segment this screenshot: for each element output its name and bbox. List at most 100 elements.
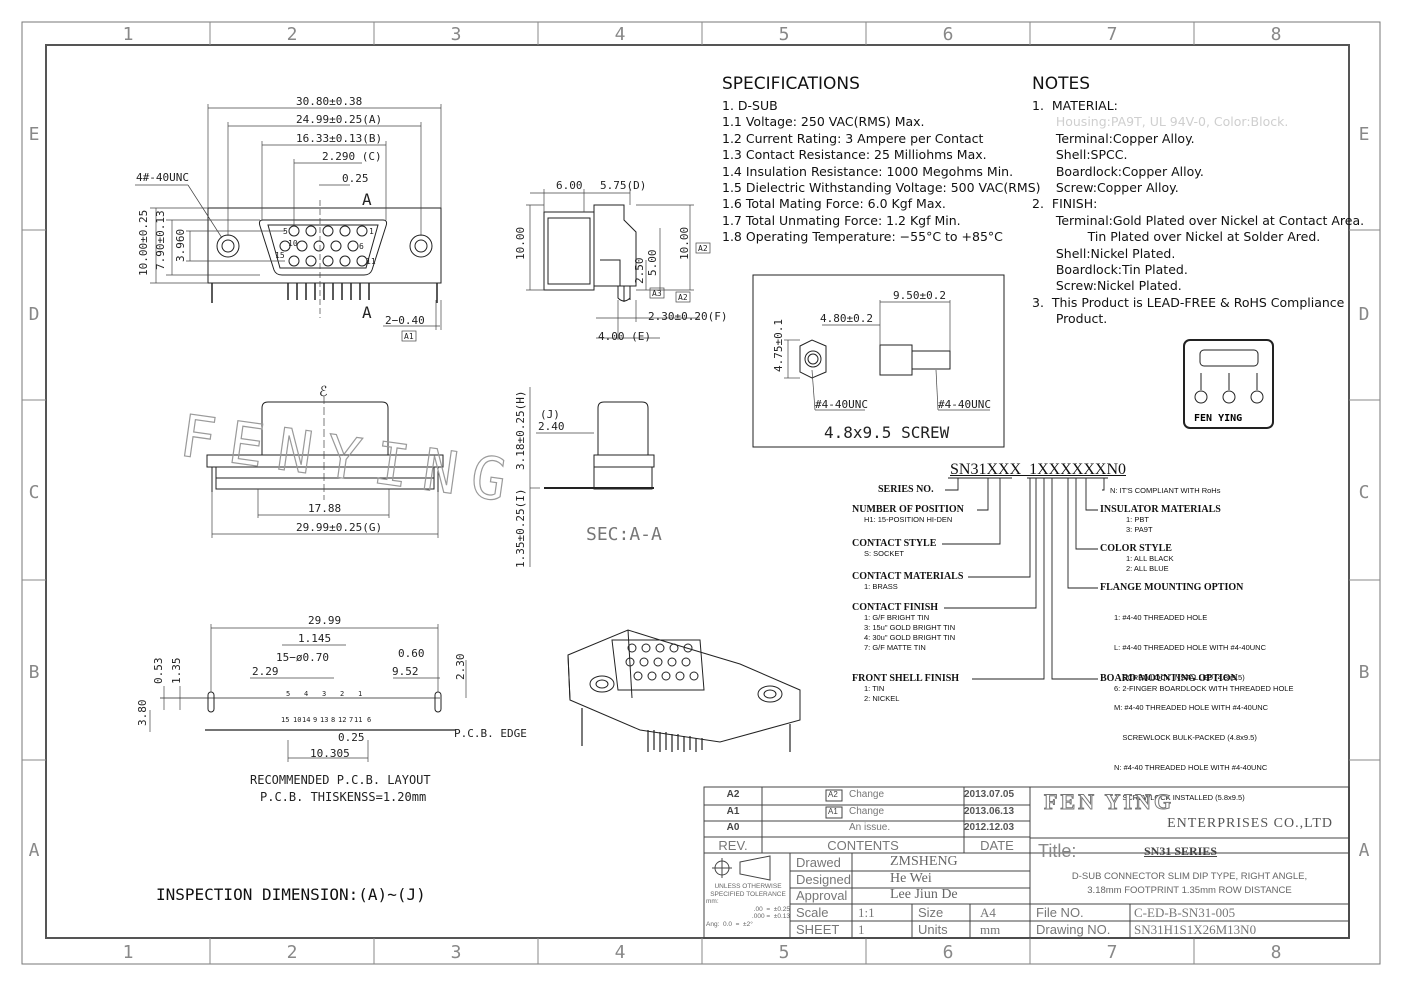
dim-label: 2.30 — [454, 654, 467, 681]
part-number-code: SN31XXX 1XXXXXXN0 — [950, 461, 1126, 478]
row-label: B — [1359, 662, 1370, 683]
side-view-labels: 6.00 5.75(D) 10.00 5.00 2.50 10.00 A2 A3… — [514, 179, 727, 343]
dim-label: 1.35 — [170, 658, 183, 685]
col-label: 6 — [943, 942, 954, 963]
watermark: FENYING — [176, 402, 525, 517]
pn-contact-style-title: CONTACT STYLE — [852, 538, 937, 549]
note-line: Screw:Nickel Plated. — [1032, 278, 1182, 294]
pin-label: 11 — [366, 257, 376, 266]
dim-label: #4-40UNC — [938, 398, 991, 411]
dim-label: 2−0.40 — [385, 314, 425, 327]
pn-item: S: SOCKET — [864, 549, 905, 558]
dim-label: 5.75(D) — [600, 179, 646, 192]
dim-label: 24.99±0.25(A) — [296, 113, 382, 126]
pin-number: 2 — [340, 690, 344, 698]
top-view — [135, 104, 442, 342]
tolerance-line: Ang: 0.0 = ±2° — [706, 920, 753, 928]
company-sub: ENTERPRISES CO.,LTD — [1167, 816, 1333, 831]
dim-label: 2.50 — [633, 258, 646, 285]
tag-label: A3 — [652, 289, 662, 298]
col-label: 3 — [451, 24, 462, 45]
note-line: 1. MATERIAL: — [1032, 98, 1118, 113]
pn-item: SCREWLOCK BULK-PACKED (4.8x9.5) — [1114, 733, 1257, 742]
pin-number: 14 — [302, 716, 310, 724]
col-label: 5 — [779, 24, 790, 45]
dim-label: 0.60 — [398, 647, 425, 660]
col-label: 6 — [943, 24, 954, 45]
spec-line: 1.1 Voltage: 250 VAC(RMS) Max. — [722, 114, 925, 130]
drawing-label: Drawing NO. — [1036, 922, 1111, 937]
dim-label: 2.29 — [252, 665, 279, 678]
row-label: C — [29, 482, 40, 503]
company-logo: FEN YING — [1043, 789, 1175, 815]
tolerance-line: .00 = ±0.25 — [753, 905, 790, 913]
pn-rohs: N: IT'S COMPLIANT WITH RoHs — [1110, 486, 1221, 495]
dim-label: 1.35±0.25(I) — [514, 489, 527, 568]
pn-item: SCREWLOCK INSTALLED (5.8x9.5) — [1114, 793, 1245, 802]
col-label: 7 — [1107, 24, 1118, 45]
pn-item: 4: 30u" GOLD BRIGHT TIN — [864, 633, 956, 642]
section-label: SEC:A-A — [586, 524, 662, 545]
sheet-label: SHEET — [796, 922, 840, 937]
front-view — [206, 396, 444, 538]
pin-number: 12 — [338, 716, 346, 724]
dim-label: 0.53 — [152, 658, 165, 685]
spec-line: 1.4 Insulation Resistance: 1000 Megohms … — [722, 163, 1014, 179]
pn-item: 1: TIN — [864, 684, 885, 693]
dim-label: 3.18±0.25(H) — [514, 391, 527, 470]
inner-frame — [45, 44, 1350, 939]
dim-label: 3.80 — [136, 700, 149, 727]
pcb-layout — [149, 624, 467, 762]
col-label: 1 — [123, 942, 134, 963]
note-line: Housing:PA9T, UL 94V-0, Color:Block. — [1032, 114, 1289, 130]
dim-label: 4#-40UNC — [136, 171, 189, 184]
note-line: Terminal:Copper Alloy. — [1032, 130, 1195, 146]
pn-item: 1: BRASS — [864, 582, 898, 591]
note-line: Tin Plated over Nickel at Solder Ared. — [1032, 229, 1321, 245]
note-line: Shell:SPCC. — [1032, 147, 1128, 163]
dim-label: 0.25 — [342, 172, 369, 185]
spec-line: 1.3 Contact Resistance: 25 Milliohms Max… — [722, 147, 987, 163]
note-line: Boardlock:Tin Plated. — [1032, 262, 1188, 278]
designed-value: He Wei — [890, 871, 932, 886]
inspection-note: INSPECTION DIMENSION:(A)~(J) — [156, 885, 426, 904]
rev-id: A2 — [726, 789, 740, 800]
tolerance-line: mm: — [706, 898, 719, 905]
dim-label: 29.99 — [308, 614, 341, 627]
dim-label: 4.80±0.2 — [820, 312, 873, 325]
dim-label: 15−ø0.70 — [276, 651, 329, 664]
pn-flange-title: FLANGE MOUNTING OPTION — [1100, 582, 1244, 593]
spec-line: 1.7 Total Unmating Force: 1.2 Kgf Min. — [722, 212, 961, 228]
tolerance-line: .000 = ±0.13 — [751, 913, 790, 920]
pn-item: 6: 2-FINGER BOARDLOCK WITH THREADED HOLE — [1114, 684, 1294, 693]
section-mark: A — [362, 303, 372, 322]
notes-title: NOTES — [1032, 74, 1091, 94]
units-label: Units — [918, 922, 948, 937]
title-desc-2: 3.18mm FOOTPRINT 1.35mm ROW DISTANCE — [1087, 885, 1292, 896]
file-label: File NO. — [1036, 905, 1084, 920]
tag-label: A2 — [698, 244, 708, 253]
spec-line: 1.2 Current Rating: 3 Ampere per Contact — [722, 130, 984, 146]
note-line: Shell:Nickel Plated. — [1032, 245, 1176, 261]
pn-contact-finish-title: CONTACT FINISH — [852, 602, 939, 613]
section-mark: A — [362, 190, 372, 209]
note-line: Terminal:Gold Plated over Nickel at Cont… — [1032, 212, 1365, 228]
note-line: Boardlock:Copper Alloy. — [1032, 163, 1204, 179]
col-label: 5 — [779, 942, 790, 963]
title-series: SN31 SERIES — [1144, 844, 1218, 858]
pn-item: H1: 15-POSITION HI-DEN — [864, 515, 953, 524]
fenying-logo: FEN YING — [1183, 339, 1274, 429]
pn-item: SCREWLOCK INSTALLED (4.8x9.5) — [1114, 673, 1245, 682]
note-line: 3. This Product is LEAD-FREE & RoHS Comp… — [1032, 294, 1345, 310]
date-header: DATE — [980, 838, 1014, 853]
pin-number: 10 — [293, 716, 301, 724]
pn-item: 1: PBT — [1126, 515, 1149, 524]
spec-line: 1.6 Total Mating Force: 6.0 Kgf Max. — [722, 196, 946, 212]
col-label: 2 — [287, 24, 298, 45]
pn-item: 2: NICKEL — [864, 694, 900, 703]
contents-header: CONTENTS — [827, 838, 899, 853]
pcb-subtitle: P.C.B. THISKENSS=1.20mm — [260, 790, 426, 804]
col-label: 7 — [1107, 942, 1118, 963]
col-label: 2 — [287, 942, 298, 963]
screw-caption: 4.8x9.5 SCREW — [824, 423, 950, 442]
